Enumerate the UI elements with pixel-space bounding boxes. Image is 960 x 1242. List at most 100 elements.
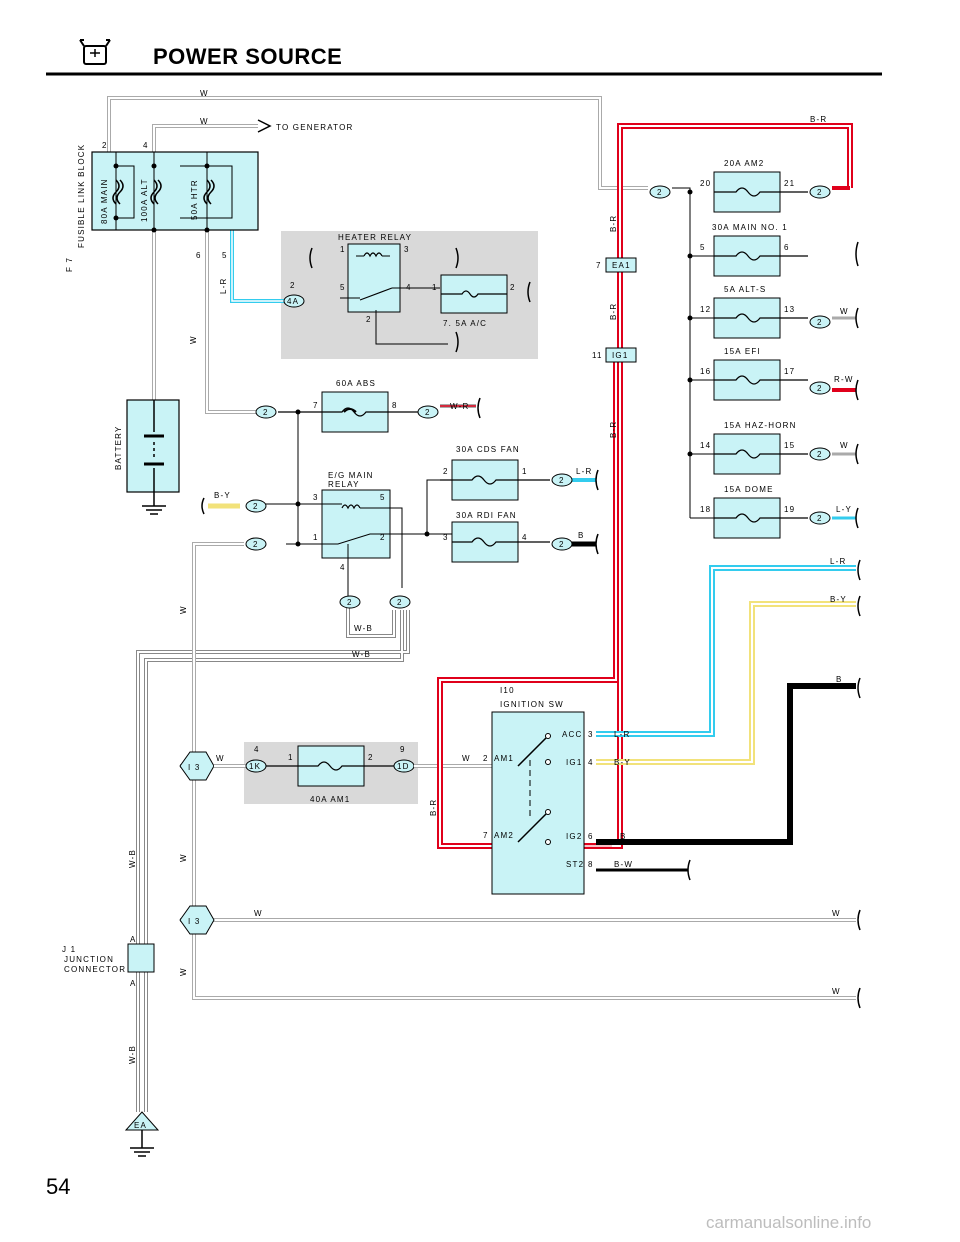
svg-text:1: 1 [288, 753, 294, 762]
svg-text:W: W [179, 853, 188, 862]
right-fuse-pin-in: 20 [700, 179, 711, 188]
connector-2: 2 [809, 447, 831, 461]
page-number: 54 [46, 1174, 70, 1199]
connector-2: 2 [551, 537, 573, 551]
fusible-link-label: FUSIBLE LINK BLOCK [77, 144, 86, 248]
svg-text:11: 11 [592, 351, 603, 360]
svg-text:2: 2 [366, 315, 372, 324]
svg-text:W: W [200, 117, 209, 126]
junction-connector-j1 [127, 943, 155, 973]
right-fuse-pin-in: 5 [700, 243, 706, 252]
svg-text:7: 7 [483, 831, 489, 840]
svg-text:8: 8 [392, 401, 398, 410]
battery-label: BATTERY [114, 425, 123, 470]
svg-text:W-B: W-B [128, 849, 137, 868]
svg-text:5: 5 [340, 283, 346, 292]
right-fuse-pin-in: 14 [700, 441, 711, 450]
svg-text:W: W [189, 335, 198, 344]
svg-text:4A: 4A [287, 297, 299, 306]
svg-text:3: 3 [443, 533, 449, 542]
connector-2: 2 [339, 595, 361, 609]
svg-text:B: B [836, 675, 843, 684]
svg-text:A: A [130, 979, 137, 988]
right-fuse-label: 20A AM2 [724, 159, 764, 168]
svg-text:I 3: I 3 [188, 763, 201, 772]
svg-text:2: 2 [347, 598, 353, 607]
svg-text:1: 1 [313, 533, 319, 542]
right-fuse-pin-in: 18 [700, 505, 711, 514]
connector-2: 2 [255, 405, 277, 419]
svg-text:2: 2 [102, 141, 108, 150]
svg-text:4: 4 [522, 533, 528, 542]
ignition-switch [491, 711, 585, 895]
svg-text:2: 2 [425, 408, 431, 417]
svg-text:W: W [216, 754, 225, 763]
connector-4a [283, 294, 305, 308]
svg-text:W: W [179, 605, 188, 614]
svg-text:JUNCTION: JUNCTION [64, 955, 114, 964]
svg-text:6: 6 [588, 832, 594, 841]
svg-text:ACC: ACC [562, 730, 583, 739]
svg-text:5: 5 [222, 251, 228, 260]
svg-text:4: 4 [340, 563, 346, 572]
svg-text:W-B: W-B [352, 650, 371, 659]
svg-text:3: 3 [313, 493, 319, 502]
ignition-switch-label: IGNITION SW [500, 700, 564, 709]
svg-text:EA1: EA1 [612, 261, 631, 270]
svg-text:R-W: R-W [834, 375, 854, 384]
right-fuse-pin-in: 16 [700, 367, 711, 376]
svg-text:2: 2 [443, 467, 449, 476]
right-fuse-pin-out: 19 [784, 505, 795, 514]
connector-i3-lower [179, 905, 215, 935]
connector-2: 2 [245, 499, 267, 513]
svg-text:I 3: I 3 [188, 917, 201, 926]
svg-text:L-R: L-R [219, 278, 228, 295]
battery-icon [79, 39, 111, 65]
svg-text:W-B: W-B [128, 1045, 137, 1064]
svg-text:7: 7 [596, 261, 602, 270]
fusible-link-code: F 7 [65, 257, 74, 272]
am1-fuse-label: 40A AM1 [310, 795, 350, 804]
connector-2: 2 [809, 511, 831, 525]
svg-text:1: 1 [522, 467, 528, 476]
watermark: carmanualsonline.info [706, 1213, 871, 1232]
svg-text:W: W [179, 967, 188, 976]
svg-text:ST2: ST2 [566, 860, 584, 869]
svg-text:3: 3 [404, 245, 410, 254]
svg-text:2: 2 [510, 283, 516, 292]
connector-2: 2 [809, 185, 831, 199]
connector-2-ea [649, 185, 671, 199]
svg-text:B-R: B-R [609, 215, 618, 232]
svg-text:A: A [130, 935, 137, 944]
right-fuse-label: 5A ALT-S [724, 285, 766, 294]
connector-ig1 [605, 347, 637, 363]
svg-text:IG2: IG2 [566, 832, 583, 841]
svg-text:L-R: L-R [830, 557, 847, 566]
svg-text:W-B: W-B [354, 624, 373, 633]
svg-text:5: 5 [380, 493, 386, 502]
connector-2: 2 [551, 473, 573, 487]
abs-fuse-label: 60A ABS [336, 379, 376, 388]
right-fuse-label: 15A DOME [724, 485, 774, 494]
svg-text:2: 2 [397, 598, 403, 607]
svg-text:W: W [200, 89, 209, 98]
connector-2-group: 2 2 2 2 2 2 2 2 2 2 2 2 2 [245, 185, 831, 609]
svg-text:EA: EA [134, 1121, 147, 1130]
svg-text:7: 7 [313, 401, 319, 410]
fusible-link-symbols [112, 179, 215, 205]
svg-text:I10: I10 [500, 686, 515, 695]
right-fuse-label: 15A HAZ-HORN [724, 421, 797, 430]
svg-text:2: 2 [817, 450, 823, 459]
fusible-link-block [91, 151, 259, 231]
svg-text:IG1: IG1 [612, 351, 629, 360]
svg-text:4: 4 [143, 141, 149, 150]
svg-text:E/G MAIN: E/G MAIN [328, 471, 374, 480]
heater-relay [347, 243, 401, 313]
svg-text:AM2: AM2 [494, 831, 514, 840]
svg-text:B-Y: B-Y [614, 758, 631, 767]
svg-text:L-R: L-R [576, 467, 593, 476]
